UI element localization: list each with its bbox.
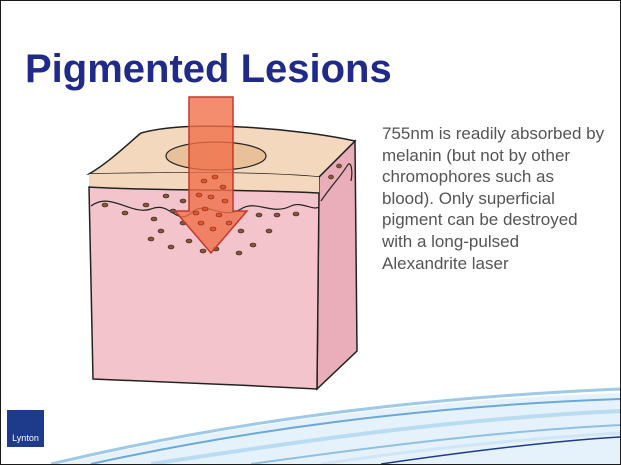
slide-body-text: 755nm is readily absorbed by melanin (bu… <box>382 123 607 274</box>
logo-text: Lynton <box>12 433 39 443</box>
lynton-logo: Lynton <box>7 410 44 447</box>
slide-title: Pigmented Lesions <box>25 45 392 93</box>
